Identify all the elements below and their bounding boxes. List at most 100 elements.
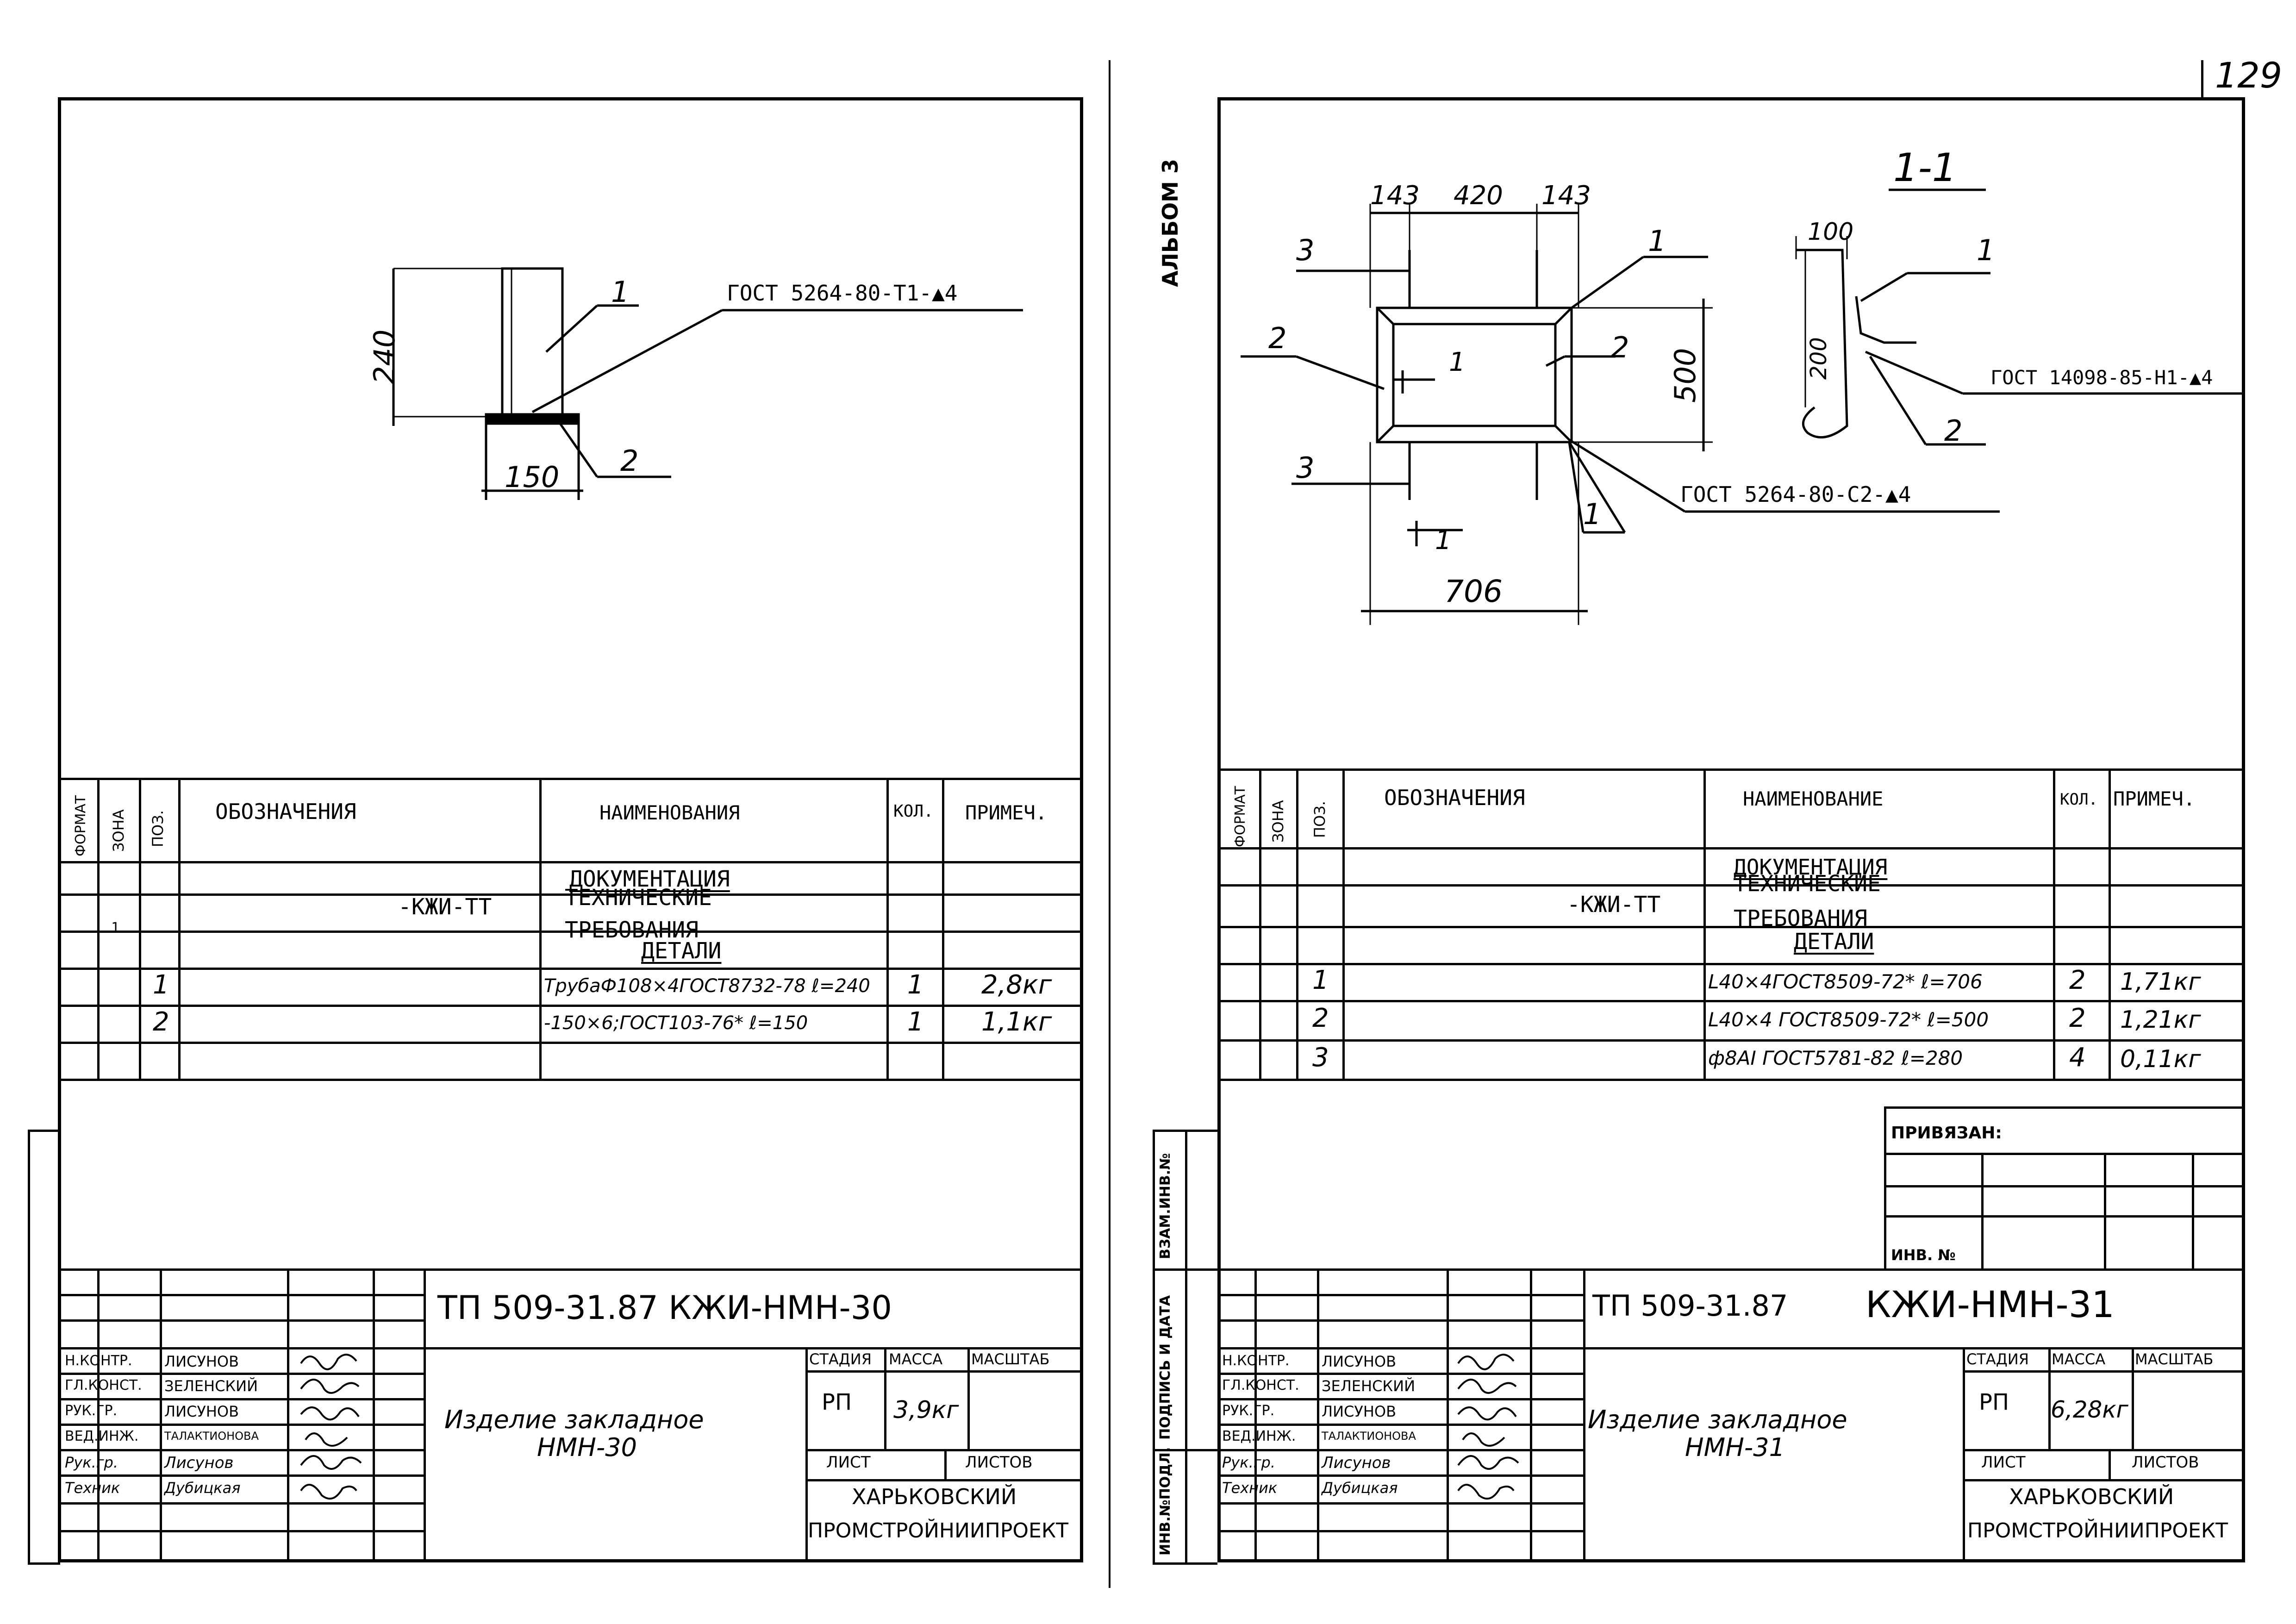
row1-note: 2,8кг bbox=[981, 970, 1052, 1000]
right-role-3: ВЕД.ИНЖ. bbox=[1222, 1428, 1296, 1444]
right-doc-code-prefix: ТП 509-31.87 bbox=[1592, 1289, 1788, 1323]
section-weld-note: ГОСТ 14098-85-Н1-▲4 bbox=[1990, 366, 2213, 389]
left-role-0: Н.КОНТР. bbox=[65, 1353, 132, 1369]
row1-pos: 1 bbox=[153, 970, 169, 1000]
callout-1-bottom: 1 bbox=[1583, 497, 1602, 531]
left-role-5: Техник bbox=[65, 1479, 120, 1497]
r-row2-note: 1,21кг bbox=[2120, 1006, 2201, 1034]
left-name-5: Дубицкая bbox=[164, 1479, 241, 1497]
right-name-0: ЛИСУНОВ bbox=[1322, 1353, 1397, 1370]
page-number: 129 bbox=[2215, 55, 2283, 96]
right-sheets-label: ЛИСТОВ bbox=[2132, 1453, 2199, 1472]
right-name-2: ЛИСУНОВ bbox=[1322, 1403, 1397, 1420]
dim-143-right: 143 bbox=[1541, 181, 1591, 211]
left-name-1: ЗЕЛЕНСКИЙ bbox=[164, 1377, 258, 1395]
left-doc-code: ТП 509-31.87 КЖИ-НМН-30 bbox=[437, 1289, 892, 1327]
row1-name: ТрубаФ108×4ГОСТ8732-78 ℓ=240 bbox=[544, 975, 870, 997]
right-item-name-2: НМН-31 bbox=[1685, 1433, 1785, 1462]
callout-1: 1 bbox=[611, 275, 630, 309]
left-role-3: ВЕД.ИНЖ. bbox=[65, 1428, 139, 1444]
row2-note: 1,1кг bbox=[981, 1007, 1052, 1037]
documentation-label: ДОКУМЕНТАЦИЯ bbox=[569, 866, 730, 892]
left-stage-label: СТАДИЯ bbox=[809, 1350, 872, 1368]
right-role-0: Н.КОНТР. bbox=[1222, 1353, 1290, 1369]
right-role-2: РУК.ГР. bbox=[1222, 1403, 1275, 1419]
dim-706: 706 bbox=[1444, 574, 1503, 609]
row2-name: -150×6;ГОСТ103-76* ℓ=150 bbox=[544, 1012, 808, 1034]
zone-mark: 1 bbox=[111, 920, 120, 936]
r-row3-qty: 4 bbox=[2069, 1043, 2086, 1073]
hdr-designation: ОБОЗНАЧЕНИЯ bbox=[215, 799, 356, 824]
r-row1-qty: 2 bbox=[2069, 965, 2086, 995]
r-row3-name: ф8АI ГОСТ5781-82 ℓ=280 bbox=[1708, 1047, 1963, 1069]
right-doc-code-suffix: КЖИ-НМН-31 bbox=[1866, 1284, 2115, 1326]
dim-420: 420 bbox=[1454, 181, 1503, 211]
callout-3-bottom: 3 bbox=[1296, 451, 1315, 485]
callout-2: 2 bbox=[620, 444, 639, 478]
left-scale-label: МАСШТАБ bbox=[971, 1350, 1050, 1368]
weld-note-right: ГОСТ 5264-80-С2-▲4 bbox=[1680, 482, 1911, 507]
bound-label: ПРИВЯЗАН: bbox=[1891, 1124, 2002, 1143]
section-mark-top: 1 bbox=[1449, 347, 1466, 377]
right-role-5: Техник bbox=[1222, 1479, 1278, 1497]
left-org-2: ПРОМСТРОЙНИИПРОЕКТ bbox=[808, 1519, 1068, 1543]
r-row2-pos: 2 bbox=[1312, 1003, 1329, 1033]
right-stage: РП bbox=[1979, 1389, 2009, 1415]
r-tech-req-2: ТРЕБОВАНИЯ bbox=[1734, 906, 1867, 931]
callout-1-top: 1 bbox=[1648, 224, 1666, 258]
right-stage-label: СТАДИЯ bbox=[1966, 1350, 2029, 1368]
left-item-name-2: НМН-30 bbox=[537, 1433, 637, 1462]
right-scale-label: МАСШТАБ bbox=[2135, 1350, 2214, 1368]
sheet-divider bbox=[1109, 60, 1111, 1588]
left-item-name-1: Изделие закладное bbox=[444, 1405, 704, 1434]
right-mass: 6,28кг bbox=[2051, 1396, 2128, 1423]
left-role-1: ГЛ.КОНСТ. bbox=[65, 1377, 142, 1393]
r-hdr-qty: КОЛ. bbox=[2060, 790, 2098, 809]
left-role-4: Рук.гр. bbox=[65, 1454, 119, 1471]
right-org-1: ХАРЬКОВСКИЙ bbox=[2009, 1484, 2174, 1509]
right-name-1: ЗЕЛЕНСКИЙ bbox=[1322, 1377, 1416, 1395]
tech-req-1: ТЕХНИЧЕСКИЕ bbox=[565, 885, 712, 911]
left-mass: 3,9кг bbox=[893, 1396, 959, 1424]
dim-150: 150 bbox=[505, 460, 560, 494]
r-row1-note: 1,71кг bbox=[2120, 968, 2201, 996]
r-row3-pos: 3 bbox=[1312, 1043, 1329, 1073]
left-sheets-label: ЛИСТОВ bbox=[965, 1453, 1033, 1472]
left-name-0: ЛИСУНОВ bbox=[164, 1353, 239, 1370]
left-name-2: ЛИСУНОВ bbox=[164, 1403, 239, 1420]
left-role-2: РУК.ГР. bbox=[65, 1403, 118, 1419]
callout-3-top: 3 bbox=[1296, 233, 1315, 267]
section-callout-2: 2 bbox=[1944, 414, 1963, 448]
section-mark-bottom: 1 bbox=[1435, 525, 1452, 556]
dim-143-left: 143 bbox=[1370, 181, 1420, 211]
designation-kzhi-tt: -КЖИ-ТТ bbox=[398, 894, 492, 920]
r-hdr-note: ПРИМЕЧ. bbox=[2113, 787, 2196, 810]
hdr-qty: КОЛ. bbox=[893, 802, 934, 821]
r-hdr-designation: ОБОЗНАЧЕНИЯ bbox=[1384, 785, 1525, 810]
left-sheet-frame bbox=[58, 97, 1083, 1562]
callout-2-left: 2 bbox=[1268, 321, 1287, 355]
r-row2-name: L40×4 ГОСТ8509-72* ℓ=500 bbox=[1708, 1008, 1989, 1031]
right-role-1: ГЛ.КОНСТ. bbox=[1222, 1377, 1299, 1393]
callout-2-right: 2 bbox=[1611, 331, 1629, 364]
r-row3-note: 0,11кг bbox=[2120, 1045, 2201, 1073]
right-role-4: Рук.гр. bbox=[1222, 1454, 1276, 1471]
right-sheet-label: ЛИСТ bbox=[1981, 1453, 2026, 1472]
r-row1-name: L40×4ГОСТ8509-72* ℓ=706 bbox=[1708, 970, 1983, 993]
r-hdr-name: НАИМЕНОВАНИЕ bbox=[1743, 787, 1884, 810]
left-sheet-label: ЛИСТ bbox=[826, 1453, 871, 1472]
row2-pos: 2 bbox=[153, 1007, 169, 1037]
r-designation-kzhi-tt: -КЖИ-ТТ bbox=[1567, 892, 1661, 918]
hdr-note: ПРИМЕЧ. bbox=[965, 801, 1048, 824]
right-name-3: ТАЛАКТИОНОВА bbox=[1322, 1430, 1416, 1443]
section-dim-100: 100 bbox=[1808, 218, 1854, 246]
hdr-name: НАИМЕНОВАНИЯ bbox=[599, 801, 740, 824]
inv-no-label: ИНВ. № bbox=[1891, 1246, 1956, 1264]
left-org-1: ХАРЬКОВСКИЙ bbox=[852, 1484, 1017, 1509]
r-row1-pos: 1 bbox=[1312, 965, 1329, 995]
r-tech-req-1: ТЕХНИЧЕСКИЕ bbox=[1734, 871, 1881, 897]
right-org-2: ПРОМСТРОЙНИИПРОЕКТ bbox=[1967, 1519, 2228, 1543]
